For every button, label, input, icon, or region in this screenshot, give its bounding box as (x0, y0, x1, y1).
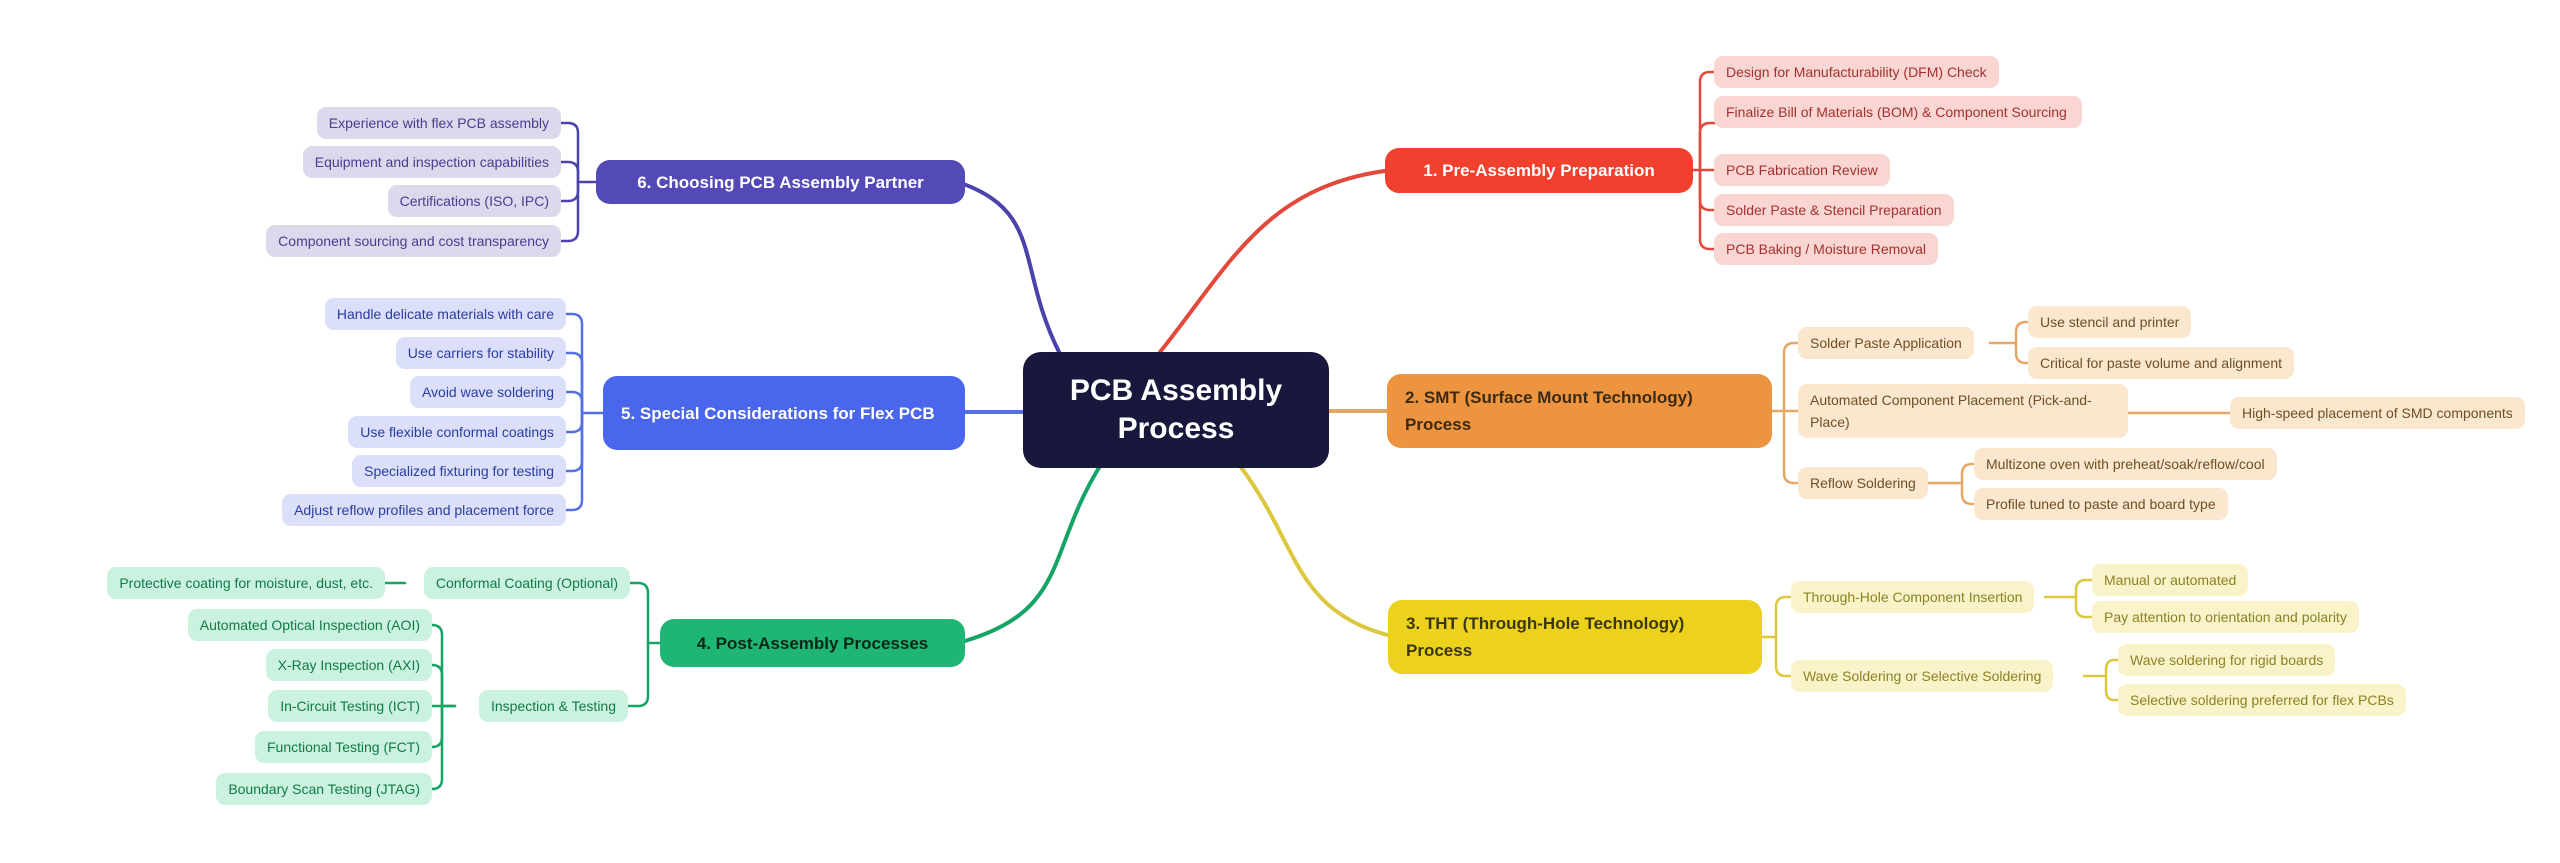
topic-paste-volume[interactable]: Critical for paste volume and alignment (2028, 347, 2295, 379)
topic-protective-coating[interactable]: Protective coating for moisture, dust, e… (107, 567, 385, 599)
topic-orientation-polarity[interactable]: Pay attention to orientation and polarit… (2092, 601, 2359, 633)
topic-reflow-soldering[interactable]: Reflow Soldering (1798, 467, 1928, 499)
topic-stencil-printer[interactable]: Use stencil and printer (2028, 306, 2192, 338)
topic-multizone-oven[interactable]: Multizone oven with preheat/soak/reflow/… (1974, 448, 2277, 480)
topic-selective-flex[interactable]: Selective soldering preferred for flex P… (2118, 684, 2406, 716)
topic-carriers[interactable]: Use carriers for stability (395, 337, 566, 369)
topic-flexible-coatings[interactable]: Use flexible conformal coatings (348, 416, 566, 448)
branch-pre-assembly[interactable]: 1. Pre-Assembly Preparation (1385, 148, 1693, 193)
topic-stencil-preparation[interactable]: Solder Paste & Stencil Preparation (1714, 194, 1954, 226)
topic-flex-experience[interactable]: Experience with flex PCB assembly (316, 107, 561, 139)
topic-fabrication-review[interactable]: PCB Fabrication Review (1714, 154, 1890, 186)
topic-manual-automated[interactable]: Manual or automated (2092, 564, 2249, 596)
topic-cost-transparency[interactable]: Component sourcing and cost transparency (266, 225, 561, 257)
topic-inspection-testing[interactable]: Inspection & Testing (478, 690, 628, 722)
branch-assembly-partner[interactable]: 6. Choosing PCB Assembly Partner (596, 160, 965, 204)
topic-avoid-wave[interactable]: Avoid wave soldering (409, 376, 566, 408)
partner-connectors (543, 121, 612, 243)
topic-delicate-materials[interactable]: Handle delicate materials with care (324, 298, 566, 330)
topic-bom-sourcing[interactable]: Finalize Bill of Materials (BOM) & Compo… (1714, 96, 2082, 128)
topic-specialized-fixturing[interactable]: Specialized fixturing for testing (352, 455, 566, 487)
connector-center-post-assembly (956, 464, 1102, 645)
topic-through-hole-insertion[interactable]: Through-Hole Component Insertion (1791, 581, 2035, 613)
topic-pick-and-place[interactable]: Automated Component Placement (Pick-and-… (1798, 384, 2128, 438)
connector-center-partner (956, 180, 1062, 356)
tht-connectors (1746, 578, 2136, 702)
topic-pcb-baking[interactable]: PCB Baking / Moisture Removal (1714, 233, 1938, 265)
topic-wave-rigid[interactable]: Wave soldering for rigid boards (2118, 644, 2336, 676)
central-topic[interactable]: PCB Assembly Process (1023, 352, 1329, 468)
topic-fct[interactable]: Functional Testing (FCT) (254, 731, 432, 763)
topic-axi[interactable]: X-Ray Inspection (AXI) (265, 649, 432, 681)
branch-tht[interactable]: 3. THT (Through-Hole Technology) Process (1388, 600, 1762, 674)
topic-equipment-capabilities[interactable]: Equipment and inspection capabilities (302, 146, 561, 178)
topic-jtag[interactable]: Boundary Scan Testing (JTAG) (216, 773, 432, 805)
topic-dfm-check[interactable]: Design for Manufacturability (DFM) Check (1714, 56, 1999, 88)
flex-connectors (548, 312, 619, 512)
topic-smd-placement[interactable]: High-speed placement of SMD components (2230, 397, 2525, 429)
topic-aoi[interactable]: Automated Optical Inspection (AOI) (187, 609, 432, 641)
branch-post-assembly[interactable]: 4. Post-Assembly Processes (660, 619, 965, 667)
branch-flex-considerations[interactable]: 5. Special Considerations for Flex PCB (603, 376, 965, 450)
branch-connectors (956, 168, 1397, 645)
topic-ict[interactable]: In-Circuit Testing (ICT) (268, 690, 432, 722)
topic-conformal-coating[interactable]: Conformal Coating (Optional) (423, 567, 630, 599)
topic-wave-selective-soldering[interactable]: Wave Soldering or Selective Soldering (1791, 660, 2054, 692)
branch-smt[interactable]: 2. SMT (Surface Mount Technology) Proces… (1387, 374, 1772, 448)
topic-reflow-profile[interactable]: Profile tuned to paste and board type (1974, 488, 2228, 520)
connector-center-tht (1238, 464, 1397, 639)
connector-center-pre-assembly (1158, 168, 1394, 354)
topic-solder-paste-application[interactable]: Solder Paste Application (1798, 327, 1974, 359)
topic-certifications[interactable]: Certifications (ISO, IPC) (387, 185, 561, 217)
topic-adjust-reflow[interactable]: Adjust reflow profiles and placement for… (282, 494, 566, 526)
